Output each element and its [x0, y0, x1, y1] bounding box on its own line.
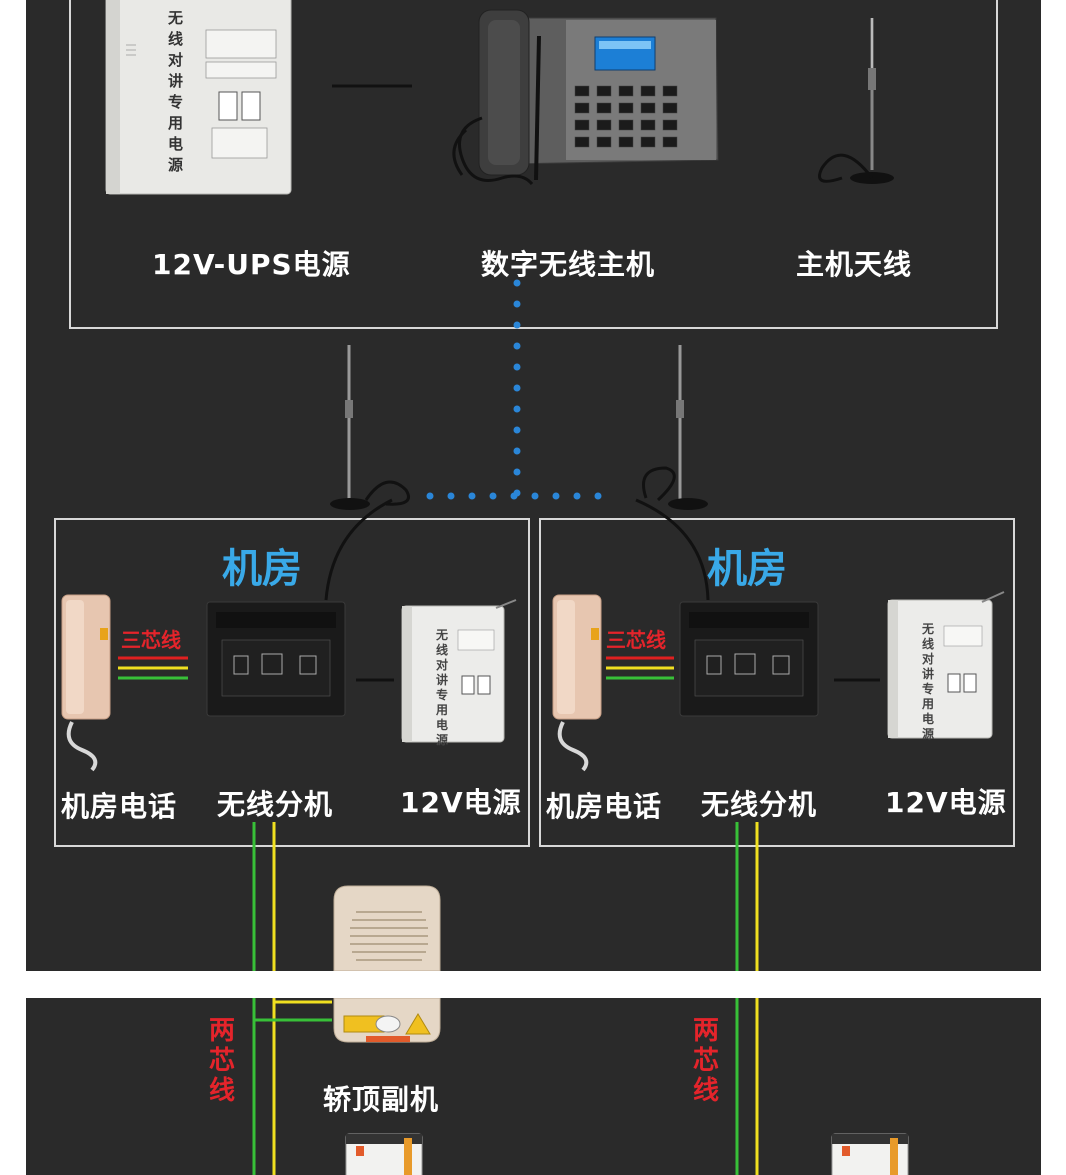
bottom-device-left — [345, 1133, 423, 1175]
room-title-left: 机房 — [222, 546, 302, 592]
host-antenna-device — [818, 18, 894, 184]
bottom-device-right — [831, 1133, 909, 1175]
antenna-cable-left — [324, 498, 393, 601]
three-core-wire-left — [118, 656, 188, 680]
room-phone-left — [61, 594, 111, 772]
label-extension-right: 无线分机 — [701, 788, 818, 821]
ups-device-text: 无线对讲专用电源 — [168, 9, 184, 174]
two-core-wire-down-right — [735, 822, 759, 971]
label-power-right: 12V电源 — [885, 786, 1007, 819]
room-power-text-left: 无线对讲专用电源 — [436, 628, 449, 747]
label-ups-power: 12V-UPS电源 — [152, 248, 351, 281]
host-group-box — [69, 0, 998, 329]
wireless-extension-left — [206, 601, 346, 717]
label-room-phone-left: 机房电话 — [61, 790, 178, 823]
label-host-antenna: 主机天线 — [796, 248, 913, 281]
label-car-top-extension: 轿顶副机 — [323, 1083, 440, 1116]
two-core-wire-bottom-left — [252, 998, 332, 1175]
car-top-extension-lower — [333, 998, 441, 1043]
room-phone-right — [552, 594, 602, 772]
room-power-left — [401, 599, 517, 743]
wire-label-two-core-right: 两芯线 — [692, 1016, 719, 1106]
room-power-text-right: 无线对讲专用电源 — [922, 622, 935, 741]
diagram-bottom-panel: 两芯线 两芯线 轿顶副机 — [26, 998, 1041, 1175]
diagram-top-svg — [54, 0, 1015, 971]
wireless-extension-right — [679, 601, 819, 717]
room-power-right — [887, 591, 1005, 739]
wire-label-left: 三芯线 — [121, 628, 181, 652]
label-extension-left: 无线分机 — [217, 788, 334, 821]
room-antenna-left — [330, 345, 410, 510]
diagram-bottom-svg — [252, 998, 909, 1175]
room-box-right — [539, 518, 1015, 847]
car-top-extension-upper — [333, 885, 441, 971]
wireless-host-device — [452, 9, 719, 186]
label-wireless-host: 数字无线主机 — [481, 248, 656, 281]
ups-power-device — [105, 0, 292, 195]
wire-label-right: 三芯线 — [606, 628, 666, 652]
room-box-left — [54, 518, 530, 847]
label-power-left: 12V电源 — [400, 786, 522, 819]
label-room-phone-right: 机房电话 — [546, 790, 663, 823]
three-core-wire-right — [606, 656, 674, 680]
room-title-right: 机房 — [707, 546, 787, 592]
room-antenna-right — [642, 345, 708, 510]
wire-label-two-core-left: 两芯线 — [208, 1016, 235, 1106]
two-core-wire-down-left — [252, 822, 276, 971]
antenna-cable-right — [635, 498, 710, 601]
two-core-wire-bottom-right — [735, 998, 759, 1175]
diagram-top-panel: 12V-UPS电源 数字无线主机 主机天线 无线对讲专用电源 机房 三芯线 机房… — [26, 0, 1041, 971]
